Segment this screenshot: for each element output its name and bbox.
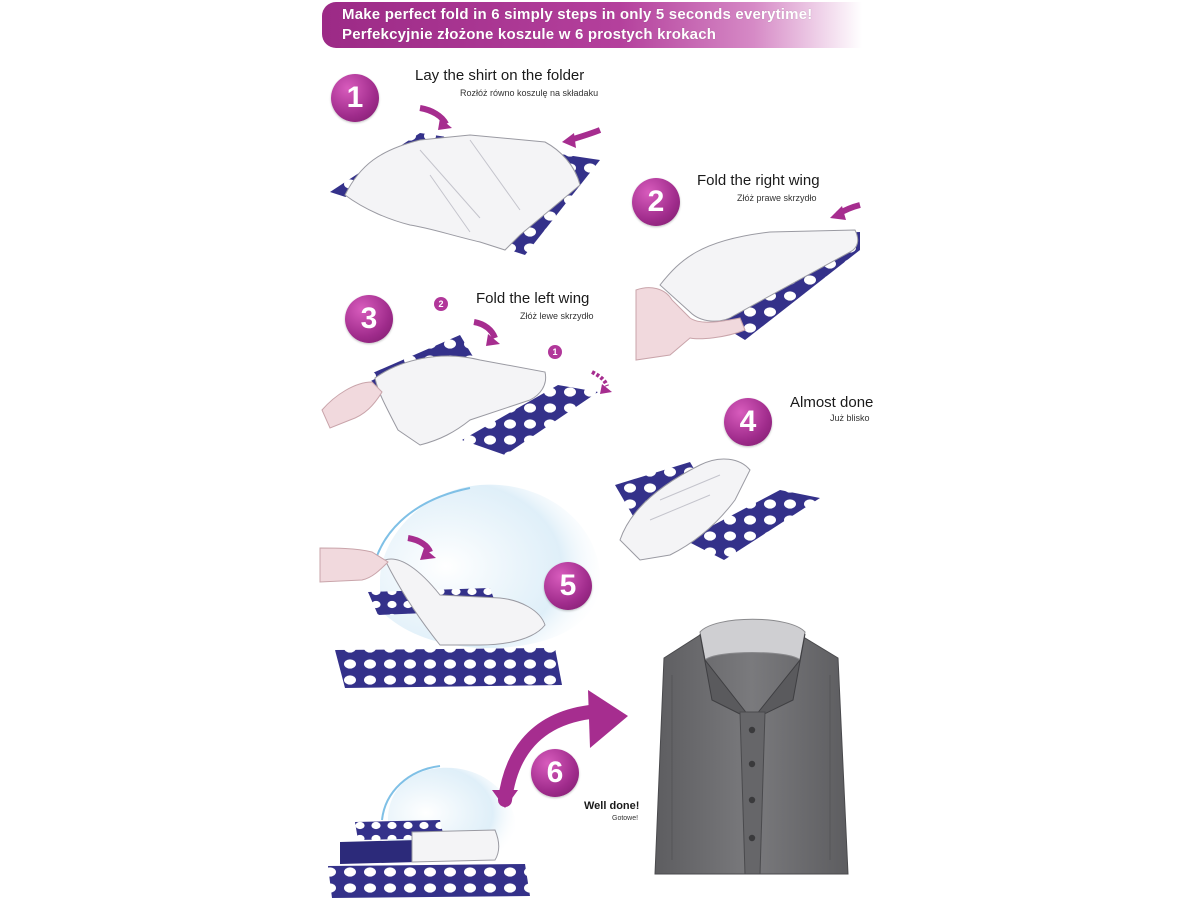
step-2-subtitle: Złóż prawe skrzydło xyxy=(737,193,817,203)
step-2-illustration xyxy=(635,202,861,361)
shirt xyxy=(384,558,546,646)
step-4-title: Almost done xyxy=(790,394,874,411)
step-6-illustration xyxy=(328,690,628,898)
hand xyxy=(319,547,389,583)
header-banner xyxy=(322,2,862,48)
step-3-marker-2: 2 xyxy=(434,297,448,311)
folding-board xyxy=(685,490,820,560)
hand xyxy=(321,381,383,429)
shirt xyxy=(411,829,500,863)
step-3-subtitle: Złóż lewe skrzydło xyxy=(520,311,594,321)
step-3-illustration xyxy=(321,319,612,455)
step-1-title: Lay the shirt on the folder xyxy=(415,67,585,84)
step-4-illustration xyxy=(615,458,820,561)
folding-board xyxy=(462,385,598,455)
step-4-subtitle: Już blisko xyxy=(830,413,870,423)
step-3-title: Fold the left wing xyxy=(476,290,590,307)
step-3-marker-1: 1 xyxy=(548,345,562,359)
step-2-title: Fold the right wing xyxy=(697,172,820,189)
step-1-illustration xyxy=(330,105,602,255)
step-4-badge: 4 xyxy=(724,398,772,446)
header-line-en: Make perfect fold in 6 simply steps in o… xyxy=(342,6,813,23)
curved-arrow xyxy=(591,370,609,387)
step-6-badge: 6 xyxy=(531,749,579,797)
hand xyxy=(635,287,746,361)
shirt xyxy=(344,134,581,251)
step-6-title: Well done! xyxy=(584,800,640,812)
curved-arrow xyxy=(498,705,597,807)
step-6-subtitle: Gotowe! xyxy=(612,815,639,822)
folded-shirt-illustration xyxy=(654,618,849,875)
shirt xyxy=(659,229,859,322)
folding-board xyxy=(340,840,418,864)
step-5-illustration xyxy=(319,484,600,688)
curved-arrow xyxy=(473,319,498,340)
step-2-badge: 2 xyxy=(632,178,680,226)
step-1-subtitle: Rozłóż równo koszulę na składaku xyxy=(460,88,599,98)
step-3-badge: 3 xyxy=(345,295,393,343)
header-line-pl: Perfekcyjnie złożone koszule w 6 prostyc… xyxy=(342,26,717,43)
shirt xyxy=(374,355,547,446)
shirt xyxy=(619,458,751,561)
folding-board xyxy=(328,864,530,898)
folding-board xyxy=(335,648,562,688)
step-1-badge: 1 xyxy=(331,74,379,122)
step-5-badge: 5 xyxy=(544,562,592,610)
curved-arrow xyxy=(407,535,433,554)
